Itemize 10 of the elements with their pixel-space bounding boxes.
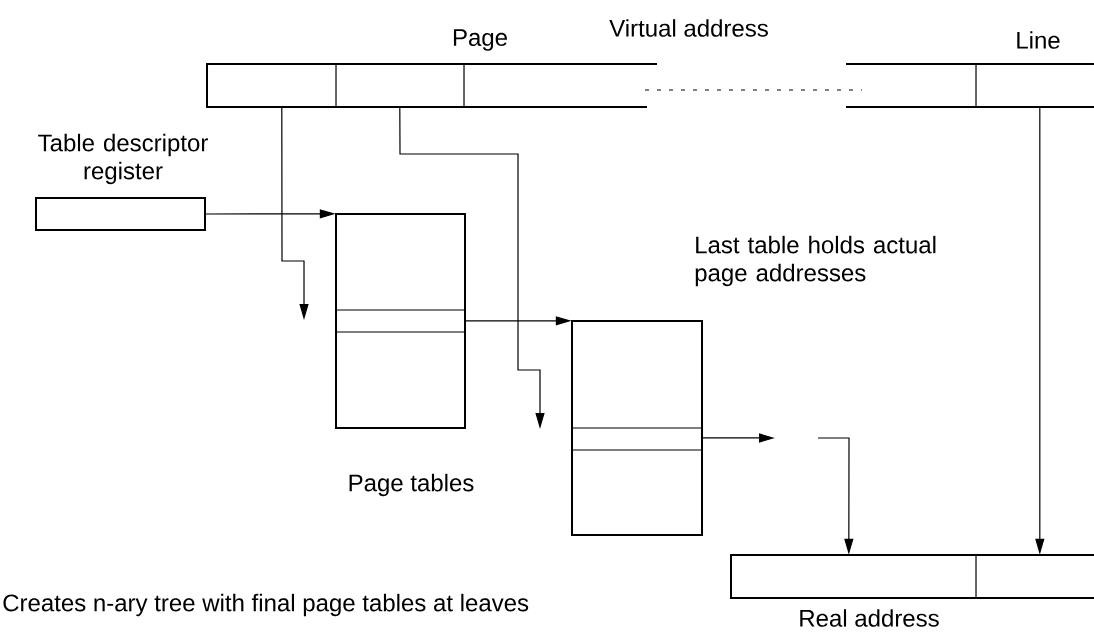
page-table — [335, 213, 466, 429]
note: Last table holds actual page addresses — [695, 235, 936, 287]
heading: Real address — [800, 609, 939, 627]
field-label: Line — [1017, 31, 1060, 49]
field-label: Page — [453, 29, 507, 51]
caption: Page tables — [349, 473, 474, 497]
caption: Creates n-ary tree with final page tables at leaves — [3, 593, 529, 617]
heading: Virtual address — [609, 19, 768, 37]
page-table — [571, 320, 703, 536]
heading: Table descriptor register — [38, 133, 208, 185]
